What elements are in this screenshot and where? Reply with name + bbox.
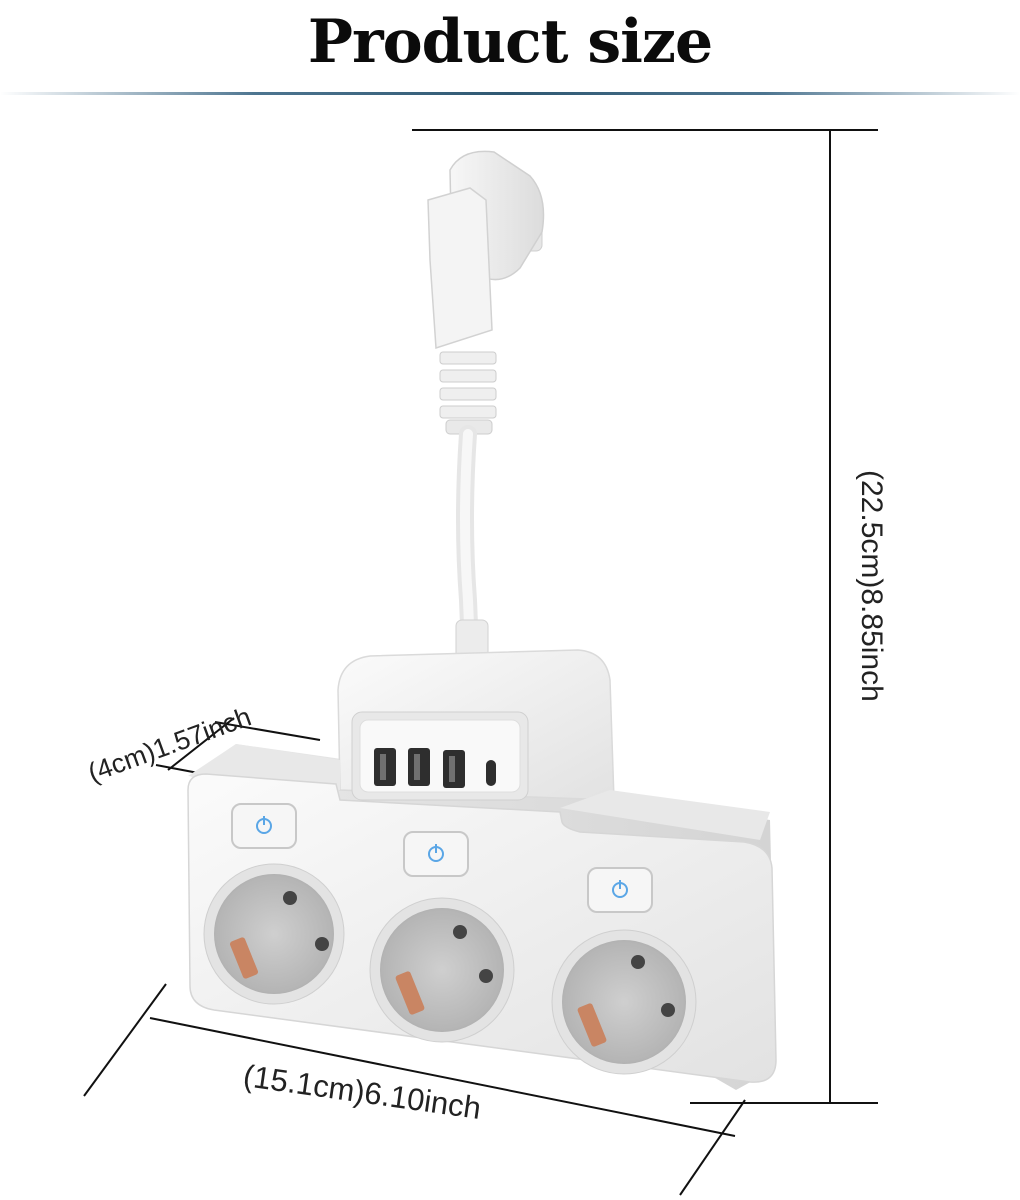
switch-button-3[interactable] bbox=[587, 867, 653, 913]
power-icon bbox=[612, 880, 628, 898]
power-icon bbox=[256, 816, 272, 834]
usb-a-port[interactable] bbox=[443, 750, 465, 788]
usb-port-panel bbox=[351, 711, 529, 801]
usb-c-port[interactable] bbox=[486, 760, 496, 786]
switch-button-2[interactable] bbox=[403, 831, 469, 877]
wall-plug bbox=[427, 150, 545, 435]
strain-relief bbox=[439, 351, 497, 435]
usb-a-port[interactable] bbox=[408, 748, 430, 786]
socket-2[interactable] bbox=[369, 897, 515, 1043]
title-divider bbox=[0, 92, 1020, 95]
socket-3[interactable] bbox=[551, 929, 697, 1075]
power-icon bbox=[428, 844, 444, 862]
switch-button-1[interactable] bbox=[231, 803, 297, 849]
socket-1[interactable] bbox=[203, 863, 345, 1005]
page-title: Product size bbox=[307, 7, 713, 77]
usb-a-port[interactable] bbox=[374, 748, 396, 786]
height-dimension-label: (22.5cm)8.85inch bbox=[855, 470, 888, 702]
width-dimension bbox=[83, 983, 746, 1196]
height-dimension bbox=[412, 129, 878, 1104]
